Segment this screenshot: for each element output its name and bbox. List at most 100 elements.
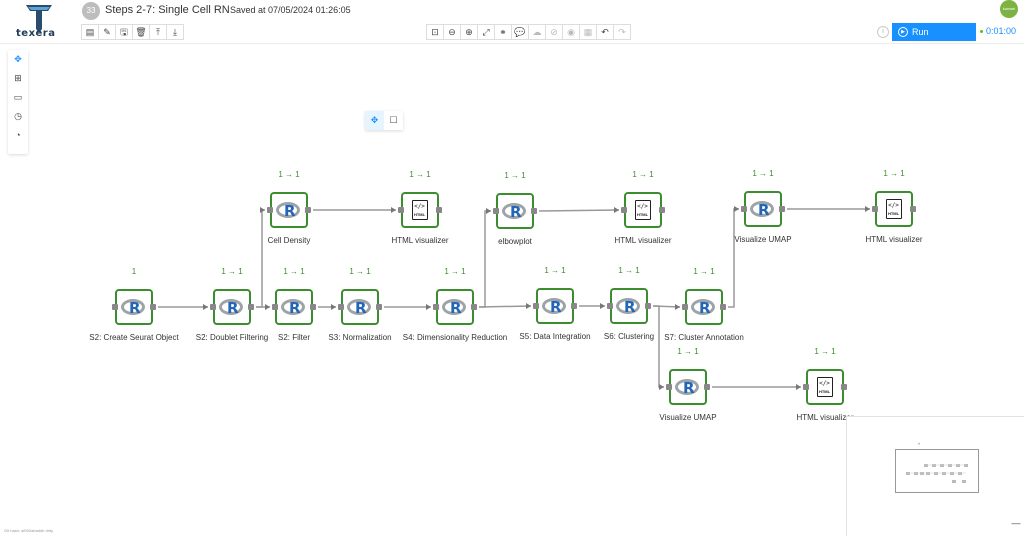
share-icon[interactable]: ⚭ <box>494 24 512 40</box>
dashboard-icon[interactable]: ◔ <box>15 130 21 140</box>
output-port[interactable] <box>436 207 442 213</box>
output-port[interactable] <box>704 384 710 390</box>
workflow-link[interactable] <box>538 209 620 212</box>
input-port[interactable] <box>493 208 499 214</box>
download-icon[interactable]: ⤓ <box>166 24 184 40</box>
input-port[interactable] <box>267 207 273 213</box>
operator-node[interactable]: R <box>493 193 537 229</box>
minimap-viewport[interactable] <box>895 449 979 493</box>
output-port[interactable] <box>376 304 382 310</box>
input-port[interactable] <box>621 207 627 213</box>
input-port[interactable] <box>533 303 539 309</box>
link-arrow-icon <box>614 207 619 213</box>
operator-count: 1 → 1 <box>814 347 836 356</box>
input-port[interactable] <box>607 303 613 309</box>
workflow-link[interactable] <box>479 210 491 308</box>
r-language-icon: R <box>219 297 245 317</box>
output-port[interactable] <box>910 206 916 212</box>
operator-node[interactable]: </>HTML <box>398 192 442 228</box>
input-port[interactable] <box>398 207 404 213</box>
operator-node[interactable]: R <box>272 289 316 325</box>
fit-screen-icon[interactable]: ⊡ <box>426 24 444 40</box>
history-icon[interactable]: ◷ <box>14 111 22 121</box>
output-port[interactable] <box>720 304 726 310</box>
export-icon[interactable]: ⤒ <box>149 24 167 40</box>
output-port[interactable] <box>645 303 651 309</box>
r-letter: R <box>289 299 301 317</box>
info-icon[interactable]: i <box>877 26 889 38</box>
minimap-nodes <box>906 464 968 483</box>
operator-node[interactable]: </>HTML <box>621 192 665 228</box>
user-avatar[interactable]: kunwei <box>1000 0 1018 18</box>
operator-node[interactable]: R <box>433 289 477 325</box>
edit-icon[interactable]: ✎ <box>98 24 116 40</box>
operator-menu-icon[interactable]: ✥ <box>14 54 22 64</box>
zoom-out-icon[interactable]: ⊖ <box>443 24 461 40</box>
disable-icon[interactable]: ⊘ <box>545 24 563 40</box>
input-port[interactable] <box>272 304 278 310</box>
workflow-link[interactable] <box>728 208 739 308</box>
calendar-icon[interactable]: ▭ <box>13 92 23 102</box>
input-port[interactable] <box>803 384 809 390</box>
output-port[interactable] <box>571 303 577 309</box>
input-port[interactable] <box>682 304 688 310</box>
output-port[interactable] <box>779 206 785 212</box>
workflow-link[interactable] <box>653 305 664 388</box>
input-port[interactable] <box>210 304 216 310</box>
input-port[interactable] <box>872 206 878 212</box>
operator-node[interactable]: R <box>112 289 156 325</box>
operator-node[interactable]: R <box>682 289 726 325</box>
undo-icon[interactable]: ↶ <box>596 24 614 40</box>
output-port[interactable] <box>305 207 311 213</box>
select-mode-icon[interactable]: ☐ <box>389 115 398 125</box>
input-port[interactable] <box>112 304 118 310</box>
input-port[interactable] <box>433 304 439 310</box>
operator-node[interactable]: </>HTML <box>872 191 916 227</box>
operator-node[interactable]: R <box>267 192 311 228</box>
save-icon[interactable]: 🖫 <box>115 24 133 40</box>
logo-text: texera <box>16 28 56 39</box>
output-port[interactable] <box>659 207 665 213</box>
operator-node[interactable]: </>HTML <box>803 369 847 405</box>
html-file-icon: </>HTML <box>817 377 833 397</box>
workflow-link[interactable] <box>652 305 681 308</box>
zoom-in-icon[interactable]: ⊕ <box>460 24 478 40</box>
operator-node[interactable]: R <box>607 288 651 324</box>
minimap[interactable]: • <box>846 416 1024 536</box>
workflow-link[interactable] <box>478 305 532 308</box>
r-language-icon: R <box>542 296 568 316</box>
output-port[interactable] <box>150 304 156 310</box>
workflow-link[interactable] <box>256 209 265 308</box>
output-port[interactable] <box>841 384 847 390</box>
output-port[interactable] <box>531 208 537 214</box>
operator-node[interactable]: R <box>741 191 785 227</box>
link-arrow-icon <box>426 304 431 310</box>
pan-mode-icon[interactable]: ✥ <box>365 111 384 130</box>
r-ring-shape <box>281 299 305 315</box>
comment-icon[interactable]: 💬 <box>511 24 529 40</box>
operator-label: HTML visualizer <box>865 235 923 244</box>
fullscreen-icon[interactable]: ⤢ <box>477 24 495 40</box>
delete-icon[interactable]: 🗑 <box>132 24 150 40</box>
operator-node[interactable]: R <box>210 289 254 325</box>
run-button[interactable]: ▶ Run <box>892 23 976 41</box>
output-port[interactable] <box>248 304 254 310</box>
input-port[interactable] <box>338 304 344 310</box>
r-letter: R <box>284 202 296 220</box>
input-port[interactable] <box>741 206 747 212</box>
workflow-info-icon[interactable]: ▤ <box>81 24 99 40</box>
view-icon[interactable]: ◉ <box>562 24 580 40</box>
minimize-minimap-icon[interactable]: — <box>1011 518 1021 528</box>
output-port[interactable] <box>471 304 477 310</box>
operator-node[interactable]: R <box>533 288 577 324</box>
operator-node[interactable]: R <box>338 289 382 325</box>
redo-icon[interactable]: ↷ <box>613 24 631 40</box>
r-language-icon: R <box>502 201 528 221</box>
components-icon[interactable]: ⊞ <box>14 73 22 83</box>
cloud-icon[interactable]: ☁ <box>528 24 546 40</box>
operator-node[interactable]: R <box>666 369 710 405</box>
input-port[interactable] <box>666 384 672 390</box>
workflow-name[interactable]: Steps 2-7: Single Cell RN <box>105 4 230 16</box>
output-port[interactable] <box>310 304 316 310</box>
cache-icon[interactable]: ▦ <box>579 24 597 40</box>
